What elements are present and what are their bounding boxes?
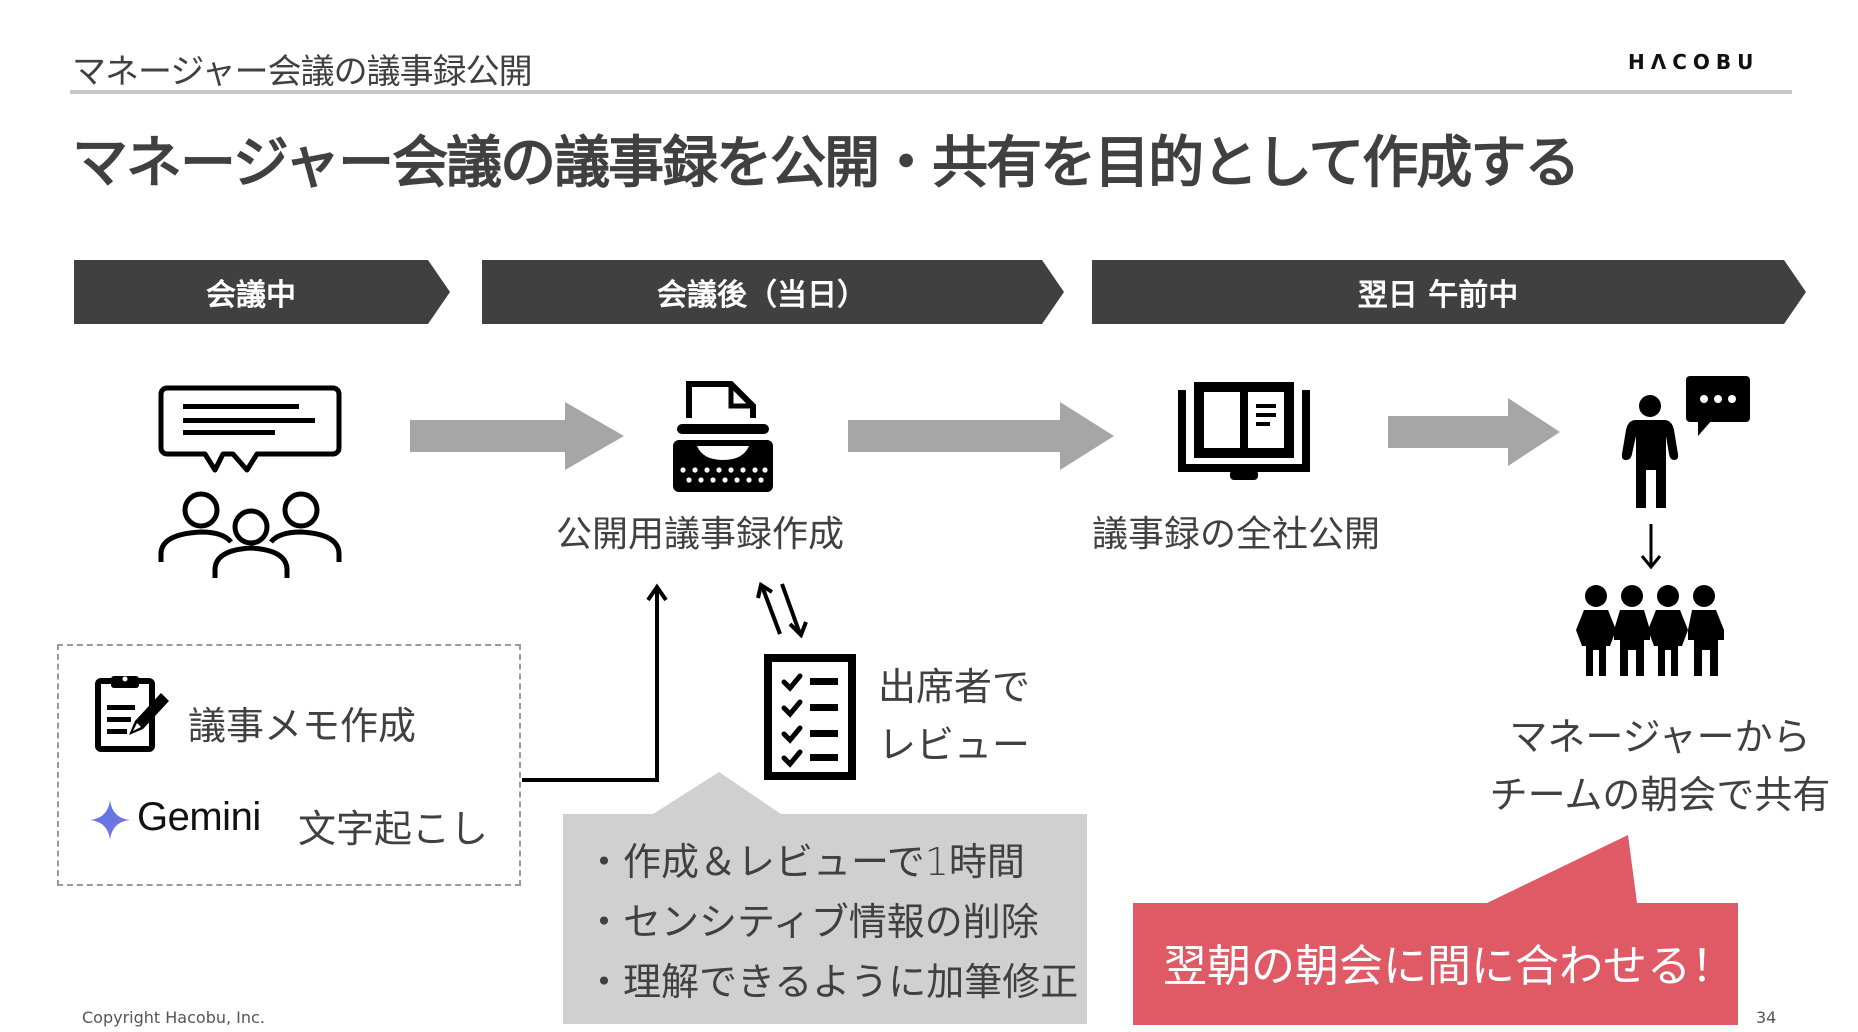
notes-callout-shape [563,772,1087,1024]
step-label-create-public-minutes: 公開用議事録作成 [556,514,845,555]
meeting-discussion-icon [158,385,342,578]
gemini-star-icon [90,800,130,840]
highlight-callout-shape [1133,835,1738,1025]
review-description: 出席者で レビュー [878,658,1030,774]
manager-speaking-icon [1621,376,1750,508]
clipboard-edit-icon [95,676,169,752]
review-line-1: 出席者で [878,665,1031,709]
note-item: ・センシティブ情報の削除 [585,900,1039,944]
share-line-2: チームの朝会で共有 [1489,773,1831,817]
transcription-label: 文字起こし [298,807,489,851]
hacobu-logo: HΛCOBU [1628,50,1760,74]
checklist-icon [764,654,856,780]
note-item: ・作成＆レビューで1時間 [585,840,1025,884]
share-description: マネージャーから チームの朝会で共有 [1470,708,1850,824]
phase-label: 会議後（当日） [657,278,867,313]
header-divider [70,90,1792,94]
phase-after-meeting: 会議後（当日） [482,260,1064,324]
flow-arrow-3 [1388,398,1560,466]
step-label-company-publish: 議事録の全社公開 [1092,514,1381,555]
gemini-brand: Gemini [137,795,261,839]
phase-during-meeting: 会議中 [74,260,450,324]
note-item: ・理解できるように加筆修正 [585,960,1079,1004]
typewriter-icon [673,381,773,492]
phase-label: 会議中 [206,278,296,313]
flow-arrow-2 [848,402,1114,470]
review-line-2: レビュー [878,723,1031,767]
memo-creation-label: 議事メモ作成 [188,704,417,748]
open-book-icon [1178,382,1310,480]
share-line-1: マネージャーから [1509,715,1811,759]
review-exchange-arrows-icon [756,582,808,638]
input-connector-arrow [522,583,668,782]
notes-callout-list: ・作成＆レビューで1時間 ・センシティブ情報の削除 ・理解できるように加筆修正 [585,832,1078,1012]
highlight-callout-text: 翌朝の朝会に間に合わせる！ [1163,941,1735,992]
phase-label: 翌日 午前中 [1357,278,1519,313]
team-group-icon [1576,585,1724,676]
input-sources-box [57,644,521,886]
flow-arrow-1 [410,402,624,470]
slide-title: マネージャー会議の議事録を公開・共有を目的として作成する [72,131,1580,196]
footer-copyright: Copyright Hacobu, Inc. [82,1008,265,1027]
section-header-label: マネージャー会議の議事録公開 [72,52,533,92]
down-arrow-icon [1640,524,1662,570]
page-number: 34 [1756,1008,1777,1027]
phase-next-morning: 翌日 午前中 [1092,260,1806,324]
